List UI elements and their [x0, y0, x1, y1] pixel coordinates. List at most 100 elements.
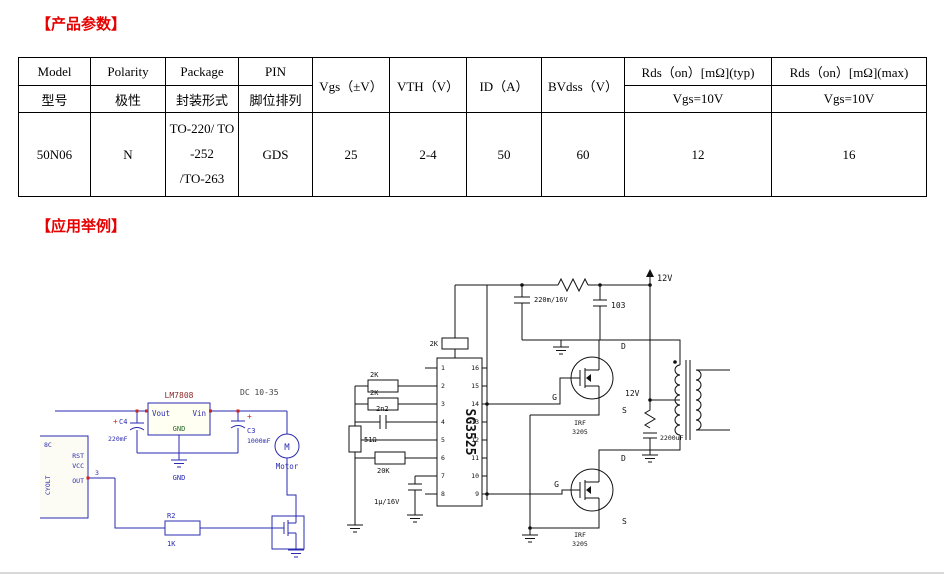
vin-pin-label: Vin [192, 409, 206, 418]
col-rds-typ: Rds（on）[mΩ](typ) [624, 57, 772, 86]
section-title-product-params: 【产品参数】 [36, 17, 127, 33]
col-package-cn: 封装形式 [165, 85, 239, 113]
cap-2200-label: 2200uF [660, 434, 684, 442]
cell-rds-typ: 12 [624, 112, 772, 197]
resistor-r2-body [164, 520, 201, 536]
col-polarity-cn: 极性 [90, 85, 166, 113]
col-pin: PIN [238, 57, 313, 86]
col-rds-max-cond: Vgs=10V [771, 85, 927, 113]
irf-num-label-bottom: 3205 [572, 540, 588, 548]
pin-number: 16 [471, 364, 479, 372]
source-label-bottom: S [622, 517, 627, 526]
c4-plus-mark: + [113, 417, 118, 426]
r20k-label: 20K [377, 467, 390, 475]
irf-label-bottom: IRF [574, 531, 586, 539]
mosfet-bottom-symbol [570, 463, 614, 517]
junction-dots [86, 409, 240, 480]
ic-vcc-label: VCC [72, 462, 84, 470]
r2k-b-label: 2K [370, 389, 379, 397]
col-rds-max: Rds（on）[mΩ](max) [771, 57, 927, 86]
pin-number: 13 [471, 418, 479, 426]
mosfet-top-symbol [570, 351, 614, 405]
col-id: ID（A） [466, 57, 542, 113]
c3-plus-mark: + [247, 412, 252, 421]
resistor-bodies [348, 337, 469, 465]
col-model: Model [18, 57, 91, 86]
motor-m-label: M [284, 443, 290, 453]
drain-label-bottom: D [621, 454, 626, 463]
junction-dots [485, 283, 677, 530]
pin-number: 11 [471, 454, 479, 462]
ic-cyolt-label: CYOLT [44, 475, 52, 495]
ic-rst-label: RST [72, 452, 84, 460]
cell-rds-max: 16 [771, 112, 927, 197]
col-package: Package [165, 57, 239, 86]
ground-symbol [346, 517, 364, 533]
col-model-cn: 型号 [18, 85, 91, 113]
col-polarity: Polarity [90, 57, 166, 86]
v12-tap-label: 12V [625, 389, 640, 398]
dc-input-label: DC 10-35 [240, 388, 279, 397]
left-circuit-wires [55, 410, 297, 543]
r51-label: 51Ω [364, 436, 377, 444]
c1u-label: 1µ/16V [374, 498, 400, 506]
section-title-application-examples: 【应用举例】 [36, 219, 127, 235]
pin-number: 2 [441, 382, 445, 390]
pin-number: 14 [471, 400, 479, 408]
data-row-50n06: 50N06 N TO-220/ TO -252 /TO-263 GDS 25 2… [18, 112, 927, 197]
product-spec-table: Model Polarity Package PIN Vgs（±V） VTH（V… [18, 57, 927, 197]
source-label-top: S [622, 406, 627, 415]
pin-number: 12 [471, 436, 479, 444]
ground-symbol [170, 452, 188, 468]
sg3525-ic-body [436, 357, 483, 507]
col-vth: VTH（V） [389, 57, 467, 113]
motor-symbol [274, 433, 300, 459]
gnd-label: GND [173, 474, 186, 482]
cell-package: TO-220/ TO -252 /TO-263 [165, 112, 239, 197]
col-bvdss: BVdss（V） [541, 57, 625, 113]
cell-pin: GDS [238, 112, 313, 197]
pin-number: 4 [441, 418, 445, 426]
ic-out-label: OUT [72, 477, 84, 485]
sg3525-ic-label: SG3525 [462, 409, 477, 456]
r2-value-label: 1K [167, 540, 176, 548]
right-circuit-diagram: SG3525 1 2 3 4 5 6 7 8 16 15 14 13 12 11… [346, 269, 730, 548]
regulator-label: LM7808 [165, 391, 194, 400]
c4-label: C4 [119, 418, 127, 426]
c4-value-label: 220mF [108, 435, 128, 443]
cell-bvdss: 60 [541, 112, 625, 197]
motor-label: Motor [276, 462, 299, 471]
gate-label-top: G [552, 393, 557, 402]
col-rds-typ-cond: Vgs=10V [624, 85, 772, 113]
r2-label: R2 [167, 512, 175, 520]
c3-value-label: 1000mF [247, 437, 271, 445]
ground-symbol [552, 339, 570, 355]
v12-top-label: 12V [657, 274, 672, 284]
irf-label-top: IRF [574, 419, 586, 427]
irf-num-label-top: 3205 [572, 428, 588, 436]
header-row-en: Model Polarity Package PIN Vgs（±V） VTH（V… [18, 57, 927, 113]
cell-vth: 2-4 [389, 112, 467, 197]
drain-label-top: D [621, 342, 626, 351]
cell-vgs: 25 [312, 112, 390, 197]
header-row-cn: 型号 极性 封装形式 脚位排列 Vgs=10V Vgs=10V [18, 85, 927, 113]
cap-bulk-label: 220m/16V [534, 296, 569, 304]
pin-number: 7 [441, 472, 445, 480]
ic-8c-label: 8C [44, 441, 52, 449]
ground-symbol [406, 507, 424, 523]
col-vgs: Vgs（±V） [312, 57, 390, 113]
col-pin-cn: 脚位排列 [238, 85, 313, 113]
pin-number: 1 [441, 364, 445, 372]
left-circuit-diagram: LM7808 Vout Vin GND DC 10-35 M Motor + C… [40, 388, 305, 558]
pin-number: 5 [441, 436, 445, 444]
arrow-up-12v-icon [646, 269, 654, 277]
ground-symbol [287, 542, 305, 558]
pin-number: 8 [441, 490, 445, 498]
gate-label-bottom: G [554, 480, 559, 489]
ground-symbol [521, 527, 539, 543]
cell-model: 50N06 [18, 112, 91, 197]
r2k-a-label: 2K [370, 371, 379, 379]
c2n2-label: 2n2 [376, 405, 389, 413]
gnd-pin-label: GND [173, 425, 186, 433]
